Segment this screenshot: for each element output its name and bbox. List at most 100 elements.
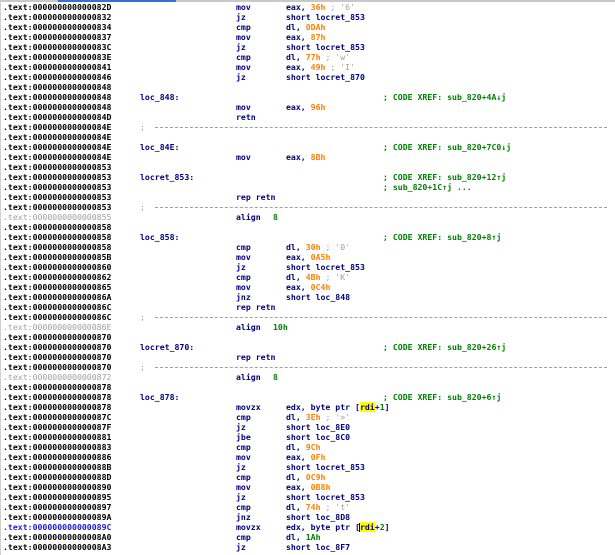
mnemonic[interactable]: cmp <box>236 502 251 512</box>
code-label[interactable]: loc_848: <box>140 92 180 102</box>
operands[interactable]: edx, byte ptr [rdi+1] <box>286 402 390 412</box>
instruction-row[interactable]: .text:0000000000000886 mov eax, 0Fh <box>3 452 615 462</box>
separator-row[interactable]: .text:000000000000084E; <box>3 122 615 132</box>
instruction-row[interactable]: .text:0000000000000858 <box>3 222 615 232</box>
operand-text[interactable]: dl, <box>286 472 306 482</box>
mnemonic[interactable]: retn <box>236 112 256 122</box>
mnemonic[interactable]: jbe <box>236 432 251 442</box>
active-tab-indicator[interactable] <box>58 0 176 2</box>
operand-text[interactable]: short locret_853 <box>286 42 365 52</box>
address[interactable]: .text:0000000000000858 <box>3 242 112 252</box>
operand-text[interactable]: dl, <box>286 532 306 542</box>
mnemonic[interactable]: cmp <box>236 412 251 422</box>
operand-text[interactable]: dl, <box>286 22 306 32</box>
address[interactable]: .text:0000000000000848 <box>3 102 112 112</box>
address[interactable]: .text:0000000000000886 <box>3 452 112 462</box>
operands[interactable]: eax, 0Fh <box>286 452 325 462</box>
separator-row[interactable]: .text:0000000000000870; <box>3 362 615 372</box>
instruction-row[interactable]: .text:000000000000089C movzx edx, byte ptr… <box>3 522 615 532</box>
operand-text[interactable]: eax, <box>286 482 311 492</box>
xref-comment[interactable]: ; CODE XREF: sub_820+6↑j <box>383 392 502 402</box>
mnemonic[interactable]: align <box>236 372 261 382</box>
mnemonic[interactable]: mov <box>236 452 251 462</box>
mnemonic[interactable]: mov <box>236 152 251 162</box>
address[interactable]: .text:0000000000000878 <box>3 402 112 412</box>
mnemonic[interactable]: movzx <box>236 402 261 412</box>
address[interactable]: .text:0000000000000870 <box>3 362 112 372</box>
instruction-row[interactable]: .text:000000000000082D mov eax, 36h ; '6' <box>3 2 615 12</box>
address[interactable]: .text:000000000000085B <box>3 252 112 262</box>
mnemonic[interactable]: mov <box>236 482 251 492</box>
operands[interactable]: eax, 49h ; 'I' <box>286 62 355 72</box>
operands[interactable]: dl, 9Ch <box>286 442 321 452</box>
mnemonic[interactable]: mov <box>236 2 251 12</box>
operands[interactable]: 8 <box>273 372 278 382</box>
address[interactable]: .text:000000000000089C <box>3 522 112 532</box>
address[interactable]: .text:0000000000000837 <box>3 32 112 42</box>
mnemonic[interactable]: cmp <box>236 272 251 282</box>
address[interactable]: .text:0000000000000860 <box>3 262 112 272</box>
address[interactable]: .text:000000000000082D <box>3 2 112 12</box>
mnemonic[interactable]: cmp <box>236 52 251 62</box>
mnemonic[interactable]: movzx <box>236 522 261 532</box>
operand-text[interactable]: eax, <box>286 102 311 112</box>
operand-text[interactable]: short locret_870 <box>286 72 365 82</box>
operand-text[interactable]: eax, <box>286 252 311 262</box>
operands[interactable]: dl, 74h ; 't' <box>286 502 350 512</box>
address[interactable]: .text:000000000000083E <box>3 52 112 62</box>
instruction-row[interactable]: .text:0000000000000853; sub_820+1C↑j ... <box>3 182 615 192</box>
operand-text[interactable]: short loc_8D8 <box>286 512 351 522</box>
label-row[interactable]: .text:0000000000000878 loc_878: ; CODE XRE… <box>3 392 615 402</box>
operand-text[interactable]: eax, <box>286 32 311 42</box>
code-label[interactable]: loc_84E: <box>140 142 180 152</box>
mnemonic[interactable]: cmp <box>236 442 251 452</box>
operands[interactable]: eax, 36h ; '6' <box>286 2 355 12</box>
address[interactable]: .text:0000000000000878 <box>3 382 112 392</box>
code-label[interactable]: locret_853: <box>140 172 195 182</box>
highlighted-register[interactable]: rdi <box>359 522 375 532</box>
operands[interactable]: eax, 8Bh <box>286 152 325 162</box>
operands[interactable]: eax, 0B8h <box>286 482 330 492</box>
operand-text[interactable]: short loc_8E0 <box>286 422 351 432</box>
xref-comment[interactable]: ; sub_820+1C↑j ... <box>383 182 472 192</box>
mnemonic[interactable]: cmp <box>236 22 251 32</box>
address[interactable]: .text:0000000000000834 <box>3 22 112 32</box>
address[interactable]: .text:0000000000000878 <box>3 392 112 402</box>
address[interactable]: .text:000000000000086C <box>3 312 112 322</box>
code-label[interactable]: loc_878: <box>140 392 180 402</box>
code-label[interactable]: loc_858: <box>140 232 180 242</box>
xref-comment[interactable]: ; CODE XREF: sub_820+8↑j <box>383 232 502 242</box>
operands[interactable]: eax, 0C4h <box>286 282 330 292</box>
address[interactable]: .text:0000000000000870 <box>3 352 112 362</box>
address[interactable]: .text:00000000000008A3 <box>3 542 112 552</box>
operands[interactable]: short locret_853 <box>286 12 365 22</box>
operands[interactable]: short locret_853 <box>286 262 365 272</box>
address[interactable]: .text:0000000000000895 <box>3 492 112 502</box>
operand-text[interactable]: short loc_848 <box>286 292 351 302</box>
address[interactable]: .text:0000000000000858 <box>3 232 112 242</box>
operands[interactable]: eax, 87h <box>286 32 325 42</box>
mnemonic[interactable]: jz <box>236 42 246 52</box>
operands[interactable]: short locret_853 <box>286 462 365 472</box>
address[interactable]: .text:000000000000083C <box>3 42 112 52</box>
operand-text[interactable]: edx, byte ptr [ <box>286 522 360 532</box>
operand-text[interactable]: dl, <box>286 272 306 282</box>
address[interactable]: .text:0000000000000841 <box>3 62 112 72</box>
